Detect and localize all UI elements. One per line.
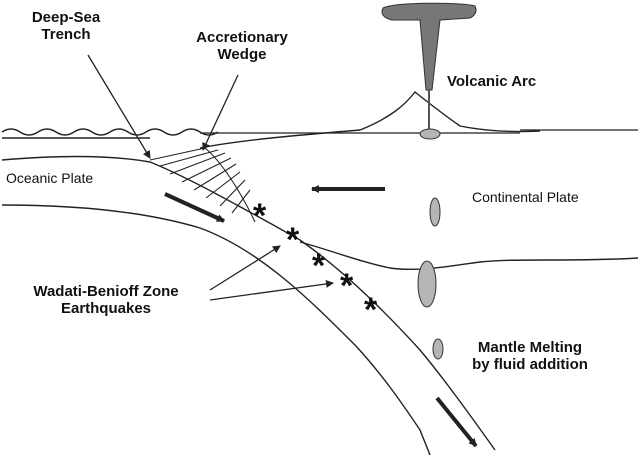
mantle-melting-label: Mantle Melting by fluid addition <box>455 339 605 373</box>
mantle-line-1: Mantle Melting <box>477 339 583 356</box>
continental-base <box>299 241 639 270</box>
volcano-plume <box>381 2 477 140</box>
earthquake-marker-1: * <box>253 197 267 235</box>
trench-line-1: Deep-Sea <box>31 9 101 26</box>
quake-leader-1 <box>209 245 281 291</box>
earthquake-marker-5: * <box>364 291 378 329</box>
magma-blobs <box>417 197 444 360</box>
mantle-line-2: by fluid addition <box>472 355 588 373</box>
leader-lines <box>87 54 334 301</box>
accretionary-wedge-label: Accretionary Wedge <box>190 29 294 63</box>
trench-line-2: Trench <box>41 25 91 43</box>
continental-plate-label: Continental Plate <box>472 189 579 205</box>
wedge-leader <box>202 74 239 151</box>
oceanic-motion-arrow <box>164 192 225 223</box>
wedge-line-1: Accretionary <box>196 29 288 46</box>
deep-sea-trench-label: Deep-Sea Trench <box>24 9 108 43</box>
wadati-line-2: Earthquakes <box>60 299 152 317</box>
earthquake-marker-3: * <box>312 247 326 285</box>
wadati-benioff-label: Wadati-Benioff Zone Earthquakes <box>18 283 194 317</box>
earthquake-marker-4: * <box>340 267 354 305</box>
continental-surface <box>199 91 541 149</box>
oceanic-plate-label: Oceanic Plate <box>6 170 94 186</box>
wedge-line-2: Wedge <box>217 45 267 63</box>
volcanic-arc-label: Volcanic Arc <box>447 73 537 90</box>
sea-surface-right <box>200 129 638 134</box>
oceanic-plate-top <box>1 155 496 451</box>
motion-arrows <box>164 185 478 448</box>
ocean-waves <box>1 128 219 139</box>
quake-leader-2 <box>209 279 334 301</box>
slab-motion-arrow <box>435 396 478 448</box>
accretionary-wedge <box>149 147 256 223</box>
oceanic-plate-bottom <box>1 204 431 456</box>
wadati-line-1: Wadati-Benioff Zone <box>33 283 179 300</box>
earthquake-marker-2: * <box>286 221 300 259</box>
trench-leader <box>87 54 151 159</box>
